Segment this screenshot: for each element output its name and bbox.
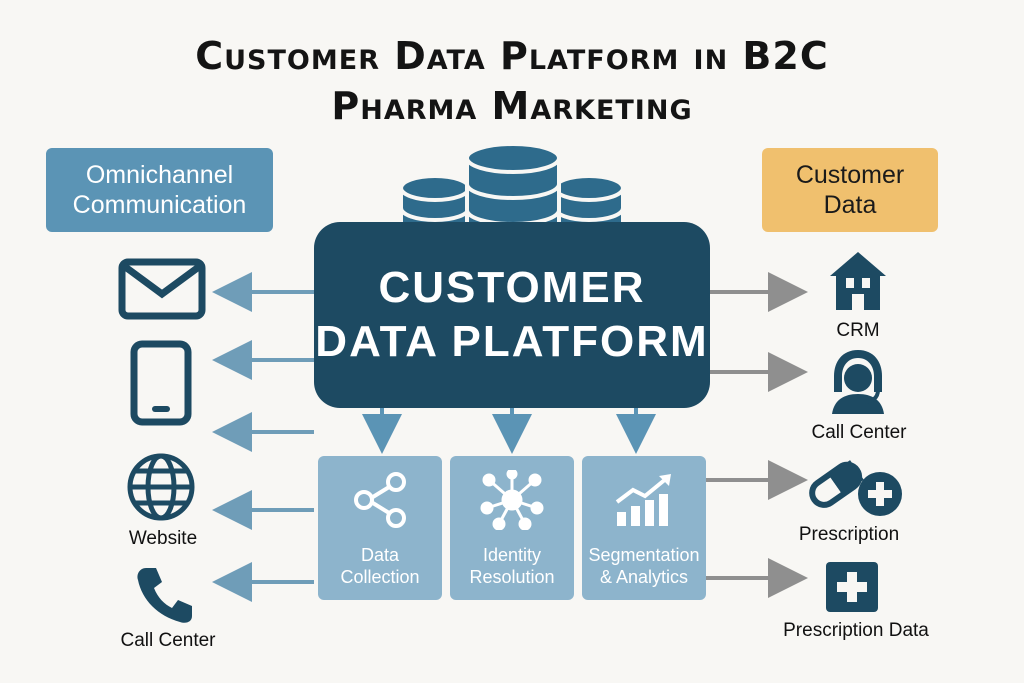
core-line-1: CUSTOMER <box>378 263 646 312</box>
module-identity-resolution: Identity Resolution <box>450 456 574 600</box>
tablet-icon <box>130 340 192 426</box>
customer-data-platform: CUSTOMER DATA PLATFORM <box>314 222 710 408</box>
module-segmentation-analytics: Segmentation & Analytics <box>582 456 706 600</box>
pill-plus-icon <box>809 460 902 516</box>
module-label: Data Collection <box>340 545 420 587</box>
agent-headset-icon <box>832 350 884 414</box>
source-label-call-center: Call Center <box>811 422 907 443</box>
source-label-prescription: Prescription <box>798 524 900 545</box>
bar-chart-trend-icon <box>615 474 671 526</box>
module-data-collection: Data Collection <box>318 456 442 600</box>
source-label-crm: CRM <box>836 320 880 341</box>
medical-cross-icon <box>826 562 878 612</box>
core-line-2: DATA PLATFORM <box>315 317 709 366</box>
building-icon <box>830 252 886 310</box>
hub-network-icon <box>480 470 544 530</box>
share-network-icon <box>354 472 406 528</box>
page-title-line-1: Customer Data Platform in B2C <box>195 34 829 78</box>
envelope-icon <box>118 258 206 320</box>
customer-data-header: Customer Data <box>762 148 938 232</box>
omnichannel-header: Omnichannel Communication <box>46 148 273 232</box>
module-label: Identity Resolution <box>469 545 555 587</box>
channel-label-call-center: Call Center <box>120 630 216 651</box>
module-label: Segmentation & Analytics <box>588 545 700 587</box>
source-label-prescription-data: Prescription Data <box>783 620 929 641</box>
globe-icon <box>127 453 195 521</box>
channel-label-website: Website <box>128 528 198 549</box>
page-title-line-2: Pharma Marketing <box>331 84 693 128</box>
phone-icon <box>137 568 192 623</box>
